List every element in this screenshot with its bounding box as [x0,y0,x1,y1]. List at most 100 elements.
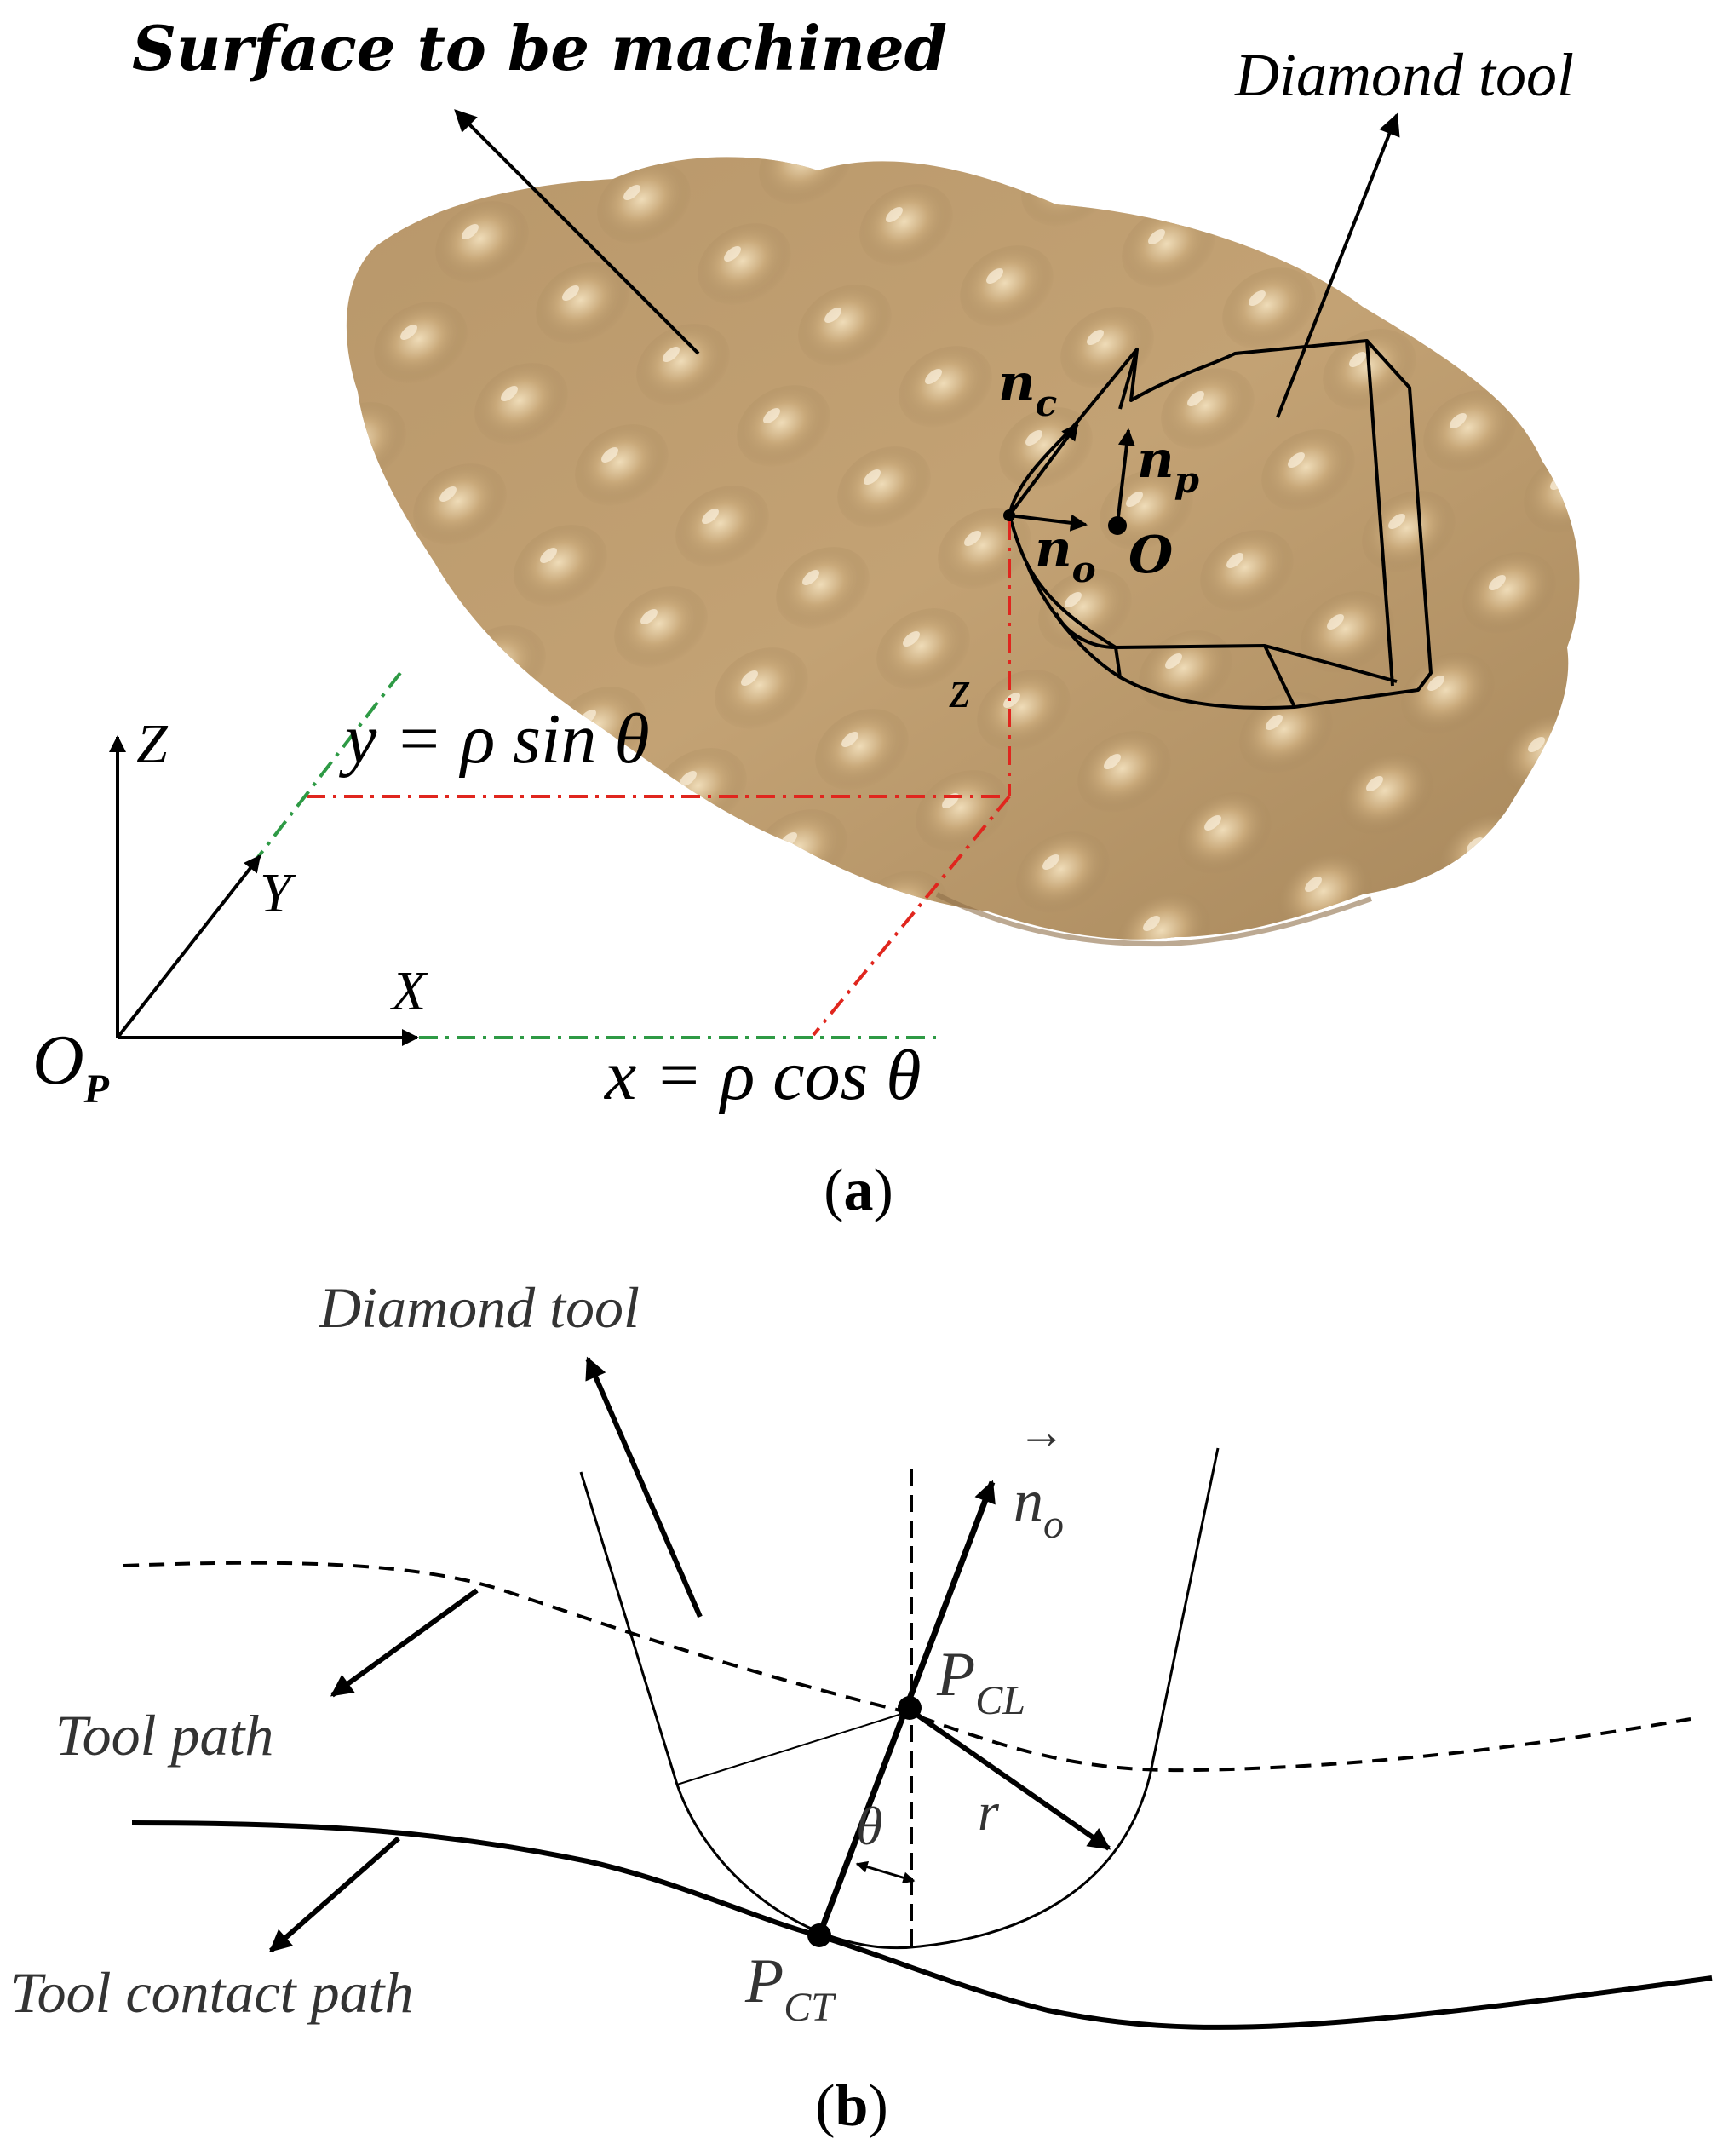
equation-x: x = ρ cos θ [603,1036,922,1115]
surface-bump [1239,692,1333,773]
surface-bump-highlight [1226,553,1243,568]
surface-bump [1283,167,1377,249]
surface-bump [675,486,769,567]
surface-bump [715,647,808,729]
surface-bump-highlight [1528,737,1545,752]
label-surface: Surface to be machined [132,12,947,84]
vector-arrow-symbol: → [1018,1406,1065,1459]
surface-bump [374,302,468,383]
surface-bump-highlight [886,207,903,222]
surface-bump [1222,267,1316,349]
surface-bump-highlight [601,447,618,463]
surface-bump [597,162,691,244]
axis-y-label: Y [260,862,296,924]
surface-bump [1178,792,1272,874]
vector-np [1116,428,1135,525]
surface-bump-highlight [562,285,579,301]
panel-b: Diamond tool no → PCL PCT θ r Tool path … [10,1275,1713,2139]
radius-vector-r [905,1705,1111,1851]
surface-bump-highlight [623,185,640,200]
surface-bump-highlight [1467,837,1484,853]
vector-no-label: no [1035,520,1096,590]
surface-bump [1384,228,1478,310]
tool-pointer-arrow [1276,112,1400,418]
point-pcl-dot [898,1696,922,1720]
surface-pointer-arrow [454,109,700,355]
surface-bump [776,547,870,629]
surface-bump-highlight [1148,229,1165,244]
surface-bump [1423,390,1517,472]
tool-path-pointer-arrow [330,1588,479,1698]
surface-bump-highlight [1266,715,1283,730]
surface-bump [1301,591,1394,673]
surface-bump-highlight [1187,391,1204,406]
contact-point-dot [1003,509,1015,521]
theta-angle-arrow [855,1860,916,1884]
surface-bump-highlight [1104,754,1121,769]
surface-bump-highlight [1288,452,1305,468]
point-o-dot [1108,516,1127,535]
surface-bump-highlight [719,933,736,940]
surface-bump-highlight [702,509,719,524]
surface-bump-highlight [1567,899,1580,914]
surface-bump [592,848,686,930]
surface-bump-highlight [1388,514,1405,529]
surface-bump-highlight [314,685,336,706]
caption-a: (a) [824,1158,893,1223]
surface-bump-highlight [1366,776,1383,791]
surface-bump-highlight [1305,877,1322,892]
surface-bump-highlight [864,469,881,485]
vector-nc-label: nc [998,354,1057,424]
surface-bump [1016,831,1110,913]
surface-bump [514,525,607,607]
surface-bump-highlight [1003,693,1020,708]
label-tool-contact-path: Tool contact path [10,1960,414,2025]
surface-bump-highlight [1207,126,1229,147]
tool-chord [676,1711,908,1785]
surface-bump-highlight [501,386,518,401]
surface-bump [491,787,585,869]
surface-bump [1379,915,1473,940]
surface-bump-highlight [763,408,780,423]
surface-bump [1484,290,1578,371]
surface-bump [575,424,669,506]
point-pcl-label: PCL [936,1640,1025,1723]
surface-bump [346,826,423,908]
surface-bump [916,770,1009,852]
surface-bump [1261,429,1355,511]
surface-bump [474,363,568,445]
surface-bump [960,245,1054,327]
surface-bump-highlight [640,609,658,624]
surface-bump-highlight [1249,290,1266,306]
surface-bump [815,709,909,791]
surface-bump-highlight [964,531,981,546]
vector-np-label: np [1137,430,1199,501]
z-height-label: z [949,661,970,719]
surface-bump-highlight [618,871,635,887]
surface-bump-highlight [1048,168,1065,183]
surface-bump-highlight [986,268,1003,284]
surface-bump-highlight [1204,815,1221,831]
surface-bump [798,285,892,366]
surface-bump-highlight [1450,413,1467,428]
diamond-tool-wireframe [1008,339,1433,710]
surface-bump [1200,530,1294,612]
surface-bump [737,385,830,467]
surface-bump-highlight [881,894,898,909]
surface-bump [430,888,524,940]
contact-path-pointer-arrow [269,1836,400,1953]
label-diamond-tool-a: Diamond tool [1234,41,1574,109]
surface-bump [435,201,529,283]
panel-a: Surface to be machined Diamond tool nc n… [32,12,1580,1223]
surface-bump-highlight [925,369,942,384]
surface-bump [692,910,786,940]
surface-bump-highlight [841,732,858,747]
point-o-label: O [1128,526,1173,585]
surface-bump [876,608,970,690]
caption-b: (b) [815,2073,888,2139]
tool-outline [579,1447,1220,1949]
surface-bump [977,670,1071,751]
vector-no [1008,514,1088,532]
surface-bump-highlight [1042,854,1059,870]
